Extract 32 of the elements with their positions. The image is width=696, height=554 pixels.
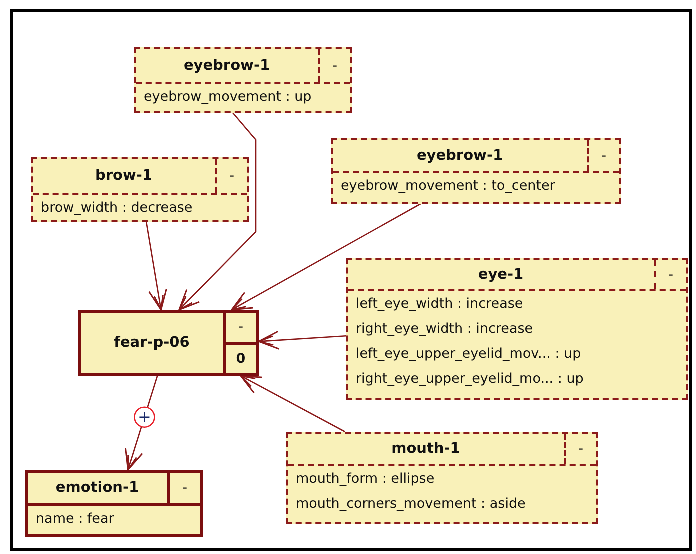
class-name: brow-1 — [33, 159, 217, 193]
minus-sign: - — [228, 167, 236, 186]
minus-sign: - — [182, 479, 188, 498]
attribute-text: mouth_form : ellipse — [295, 470, 436, 489]
attribute-text: mouth_corners_movement : aside — [295, 495, 527, 514]
class-box — [286, 432, 598, 524]
object-name: fear-p-06 — [81, 313, 226, 373]
attribute-text: left_eye_upper_eyelid_mov... : up — [355, 345, 582, 364]
class-box — [134, 47, 352, 113]
class-name: mouth-1 — [288, 434, 566, 464]
class-name: eye-1 — [348, 260, 656, 289]
class-box — [331, 138, 621, 204]
attribute-text: eyebrow_movement : up — [143, 88, 313, 107]
class-name: emotion-1 — [28, 473, 170, 503]
attribute-text: left_eye_width : increase — [355, 295, 524, 314]
minus-sign: - — [668, 266, 674, 284]
class-box — [346, 258, 688, 400]
class-box — [31, 157, 249, 222]
minus-sign: - — [578, 440, 584, 459]
class-name: eyebrow-1 — [136, 49, 320, 82]
minus-sign: - — [600, 146, 608, 166]
class-box — [25, 470, 203, 537]
attribute-text: eyebrow_movement : to_center — [340, 177, 556, 196]
minus-sign: - — [332, 56, 338, 76]
count-label: 0 — [226, 342, 256, 373]
attribute-text: right_eye_upper_eyelid_mo... : up — [355, 370, 585, 389]
attribute-text: name : fear — [35, 510, 116, 529]
attribute-text: right_eye_width : increase — [355, 320, 534, 339]
object-box — [78, 310, 259, 376]
attribute-text: brow_width : decrease — [40, 199, 194, 218]
class-name: eyebrow-1 — [333, 140, 589, 171]
minus-sign: - — [238, 318, 244, 338]
